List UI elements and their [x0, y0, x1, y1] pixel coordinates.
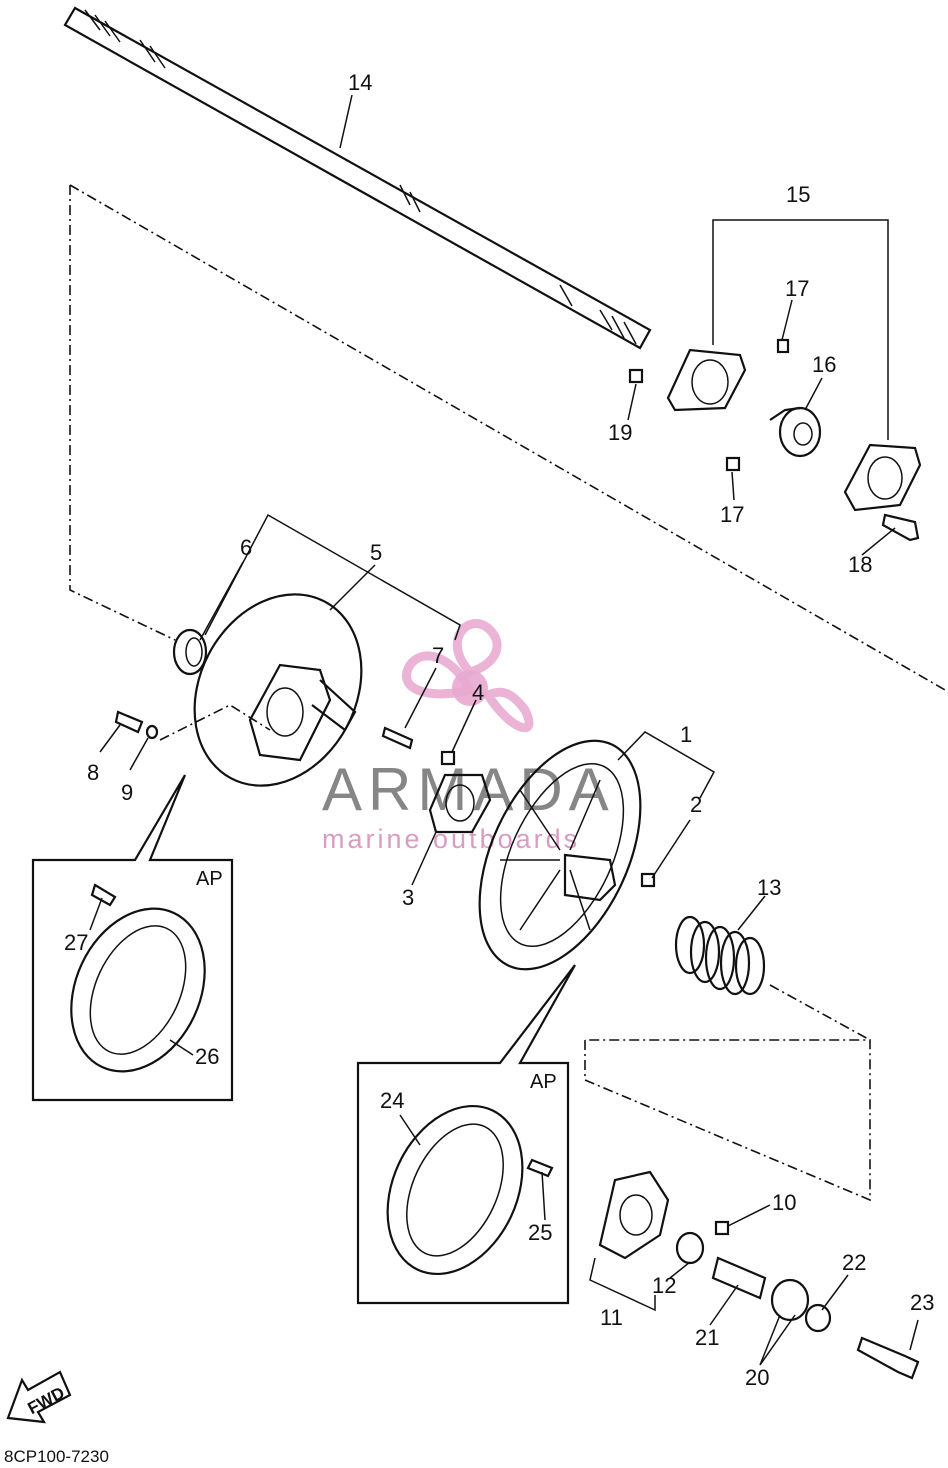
nut-10 [714, 1220, 730, 1236]
washer-9 [145, 724, 159, 740]
bracket-11 [589, 1257, 656, 1312]
callout-1: 1 [680, 722, 692, 747]
callout-22: 22 [842, 1250, 866, 1275]
watermark-brand: ARMADA [322, 756, 615, 823]
callout-20: 20 [745, 1365, 769, 1390]
assembly-line-spring [769, 984, 871, 1041]
bolt-2 [640, 872, 656, 888]
assembly-line-sheave [159, 704, 271, 741]
bolt-4 [440, 750, 456, 766]
callout-27: 27 [64, 930, 88, 955]
fwd-arrow-icon: FWD [6, 1370, 72, 1424]
bracket-5-6 [204, 513, 461, 641]
assembly-frame-shaft [69, 185, 176, 641]
bolt-8 [114, 710, 144, 734]
nut-17b [725, 456, 741, 472]
callout-6: 6 [240, 535, 252, 560]
fixed-sheave [193, 593, 363, 787]
callout-4: 4 [472, 680, 484, 705]
callout-15: 15 [786, 182, 810, 207]
ap-inset-left: AP [31, 774, 234, 1102]
assembly-frame-shaft-top [69, 184, 946, 691]
leader-lines [89, 94, 919, 1366]
callout-21: 21 [695, 1325, 719, 1350]
callout-8: 8 [87, 760, 99, 785]
sheave-plate-26 [70, 907, 206, 1073]
callout-16: 16 [812, 352, 836, 377]
callout-3: 3 [402, 885, 414, 910]
assembly-line-cam [584, 1039, 871, 1202]
callout-26: 26 [195, 1044, 219, 1069]
callout-25: 25 [528, 1220, 552, 1245]
propeller-icon [402, 619, 534, 733]
callout-17a: 17 [785, 276, 809, 301]
watermark-logo: ARMADA marine outboards [322, 619, 615, 854]
callout-11: 11 [600, 1305, 623, 1330]
bearing-housing-front [666, 348, 747, 412]
bushing-20 [770, 1278, 810, 1322]
cam [598, 1170, 670, 1260]
sheave-plate-24 [386, 1104, 524, 1276]
callout-24: 24 [380, 1088, 404, 1113]
watermark-tagline: marine outboards [322, 824, 580, 854]
spring [674, 915, 766, 996]
screw-25 [526, 1158, 554, 1178]
washer-22 [804, 1303, 832, 1333]
bearing-housing-rear [843, 443, 922, 512]
bracket-15 [712, 219, 889, 440]
callout-17b: 17 [720, 502, 744, 527]
ap-label-left: AP [196, 868, 223, 890]
bolt-23 [856, 1336, 920, 1380]
bearing [769, 406, 822, 458]
drive-shaft [63, 6, 652, 350]
callout-19: 19 [608, 420, 632, 445]
callout-14: 14 [348, 70, 372, 95]
callout-9: 9 [121, 780, 133, 805]
bracket-1 [617, 731, 716, 799]
screw-27 [90, 883, 117, 907]
ap-inset-right: AP [356, 964, 576, 1305]
diagram-code: 8CP100-7230 [4, 1447, 109, 1466]
slider-12 [675, 1231, 705, 1265]
callout-13: 13 [757, 875, 781, 900]
nut-17a [776, 338, 790, 354]
callout-2: 2 [690, 792, 702, 817]
stud-7 [381, 726, 414, 750]
callout-12: 12 [652, 1273, 676, 1298]
collar-21 [711, 1256, 767, 1300]
movable-sheave [478, 739, 642, 971]
callout-23: 23 [910, 1290, 934, 1315]
callout-7: 7 [432, 643, 444, 668]
propeller-hub-icon [452, 670, 488, 706]
washer-19 [628, 368, 644, 384]
bolt-18 [881, 513, 920, 542]
callout-10: 10 [772, 1190, 796, 1215]
callout-18: 18 [848, 552, 872, 577]
callout-5: 5 [370, 540, 382, 565]
ap-label-right: AP [530, 1071, 557, 1093]
oil-seal [172, 628, 208, 676]
